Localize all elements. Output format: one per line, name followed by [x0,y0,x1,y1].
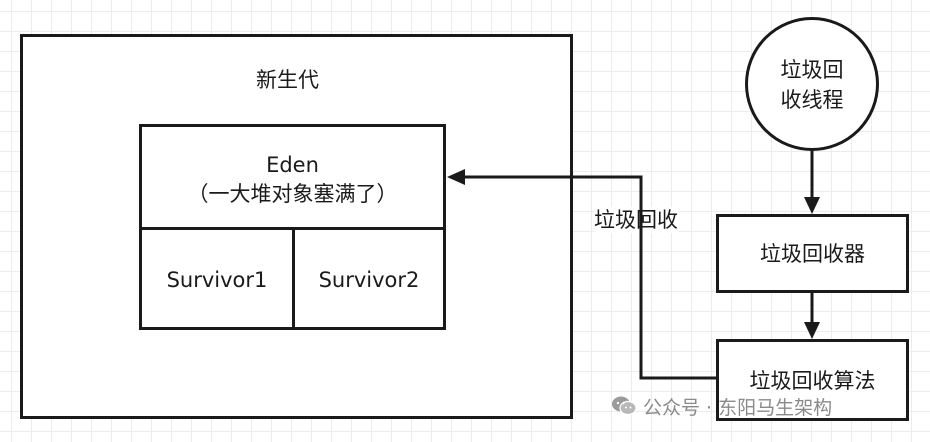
arrowhead-thread-to-collector [804,197,820,214]
survivor1-label: Survivor1 [166,268,268,292]
algorithm-label: 垃圾回收算法 [749,369,876,393]
young-generation-title: 新生代 [256,68,319,92]
eden-box: Eden （一大堆对象塞满了） [139,124,446,230]
eden-note: （一大堆对象塞满了） [187,182,398,206]
collector-label: 垃圾回收器 [760,242,865,266]
collector-box: 垃圾回收器 [716,214,909,293]
watermark-text: 公众号 · 东阳马生架构 [643,396,833,419]
survivor2-label: Survivor2 [318,268,420,292]
watermark: 公众号 · 东阳马生架构 [611,392,832,420]
gc-thread-circle: 垃圾回 收线程 [745,17,879,151]
survivor2-box: Survivor2 [292,227,446,330]
edge-label-gc: 垃圾回收 [594,207,678,233]
eden-label: Eden [266,153,319,177]
arrowhead-collector-to-algorithm [804,322,820,339]
gc-thread-label-line1: 垃圾回 [780,58,844,82]
gc-thread-label-line2: 收线程 [780,88,844,112]
algorithm-box: 垃圾回收算法 [716,339,909,421]
wechat-icon [612,396,637,416]
survivor1-box: Survivor1 [139,227,295,330]
